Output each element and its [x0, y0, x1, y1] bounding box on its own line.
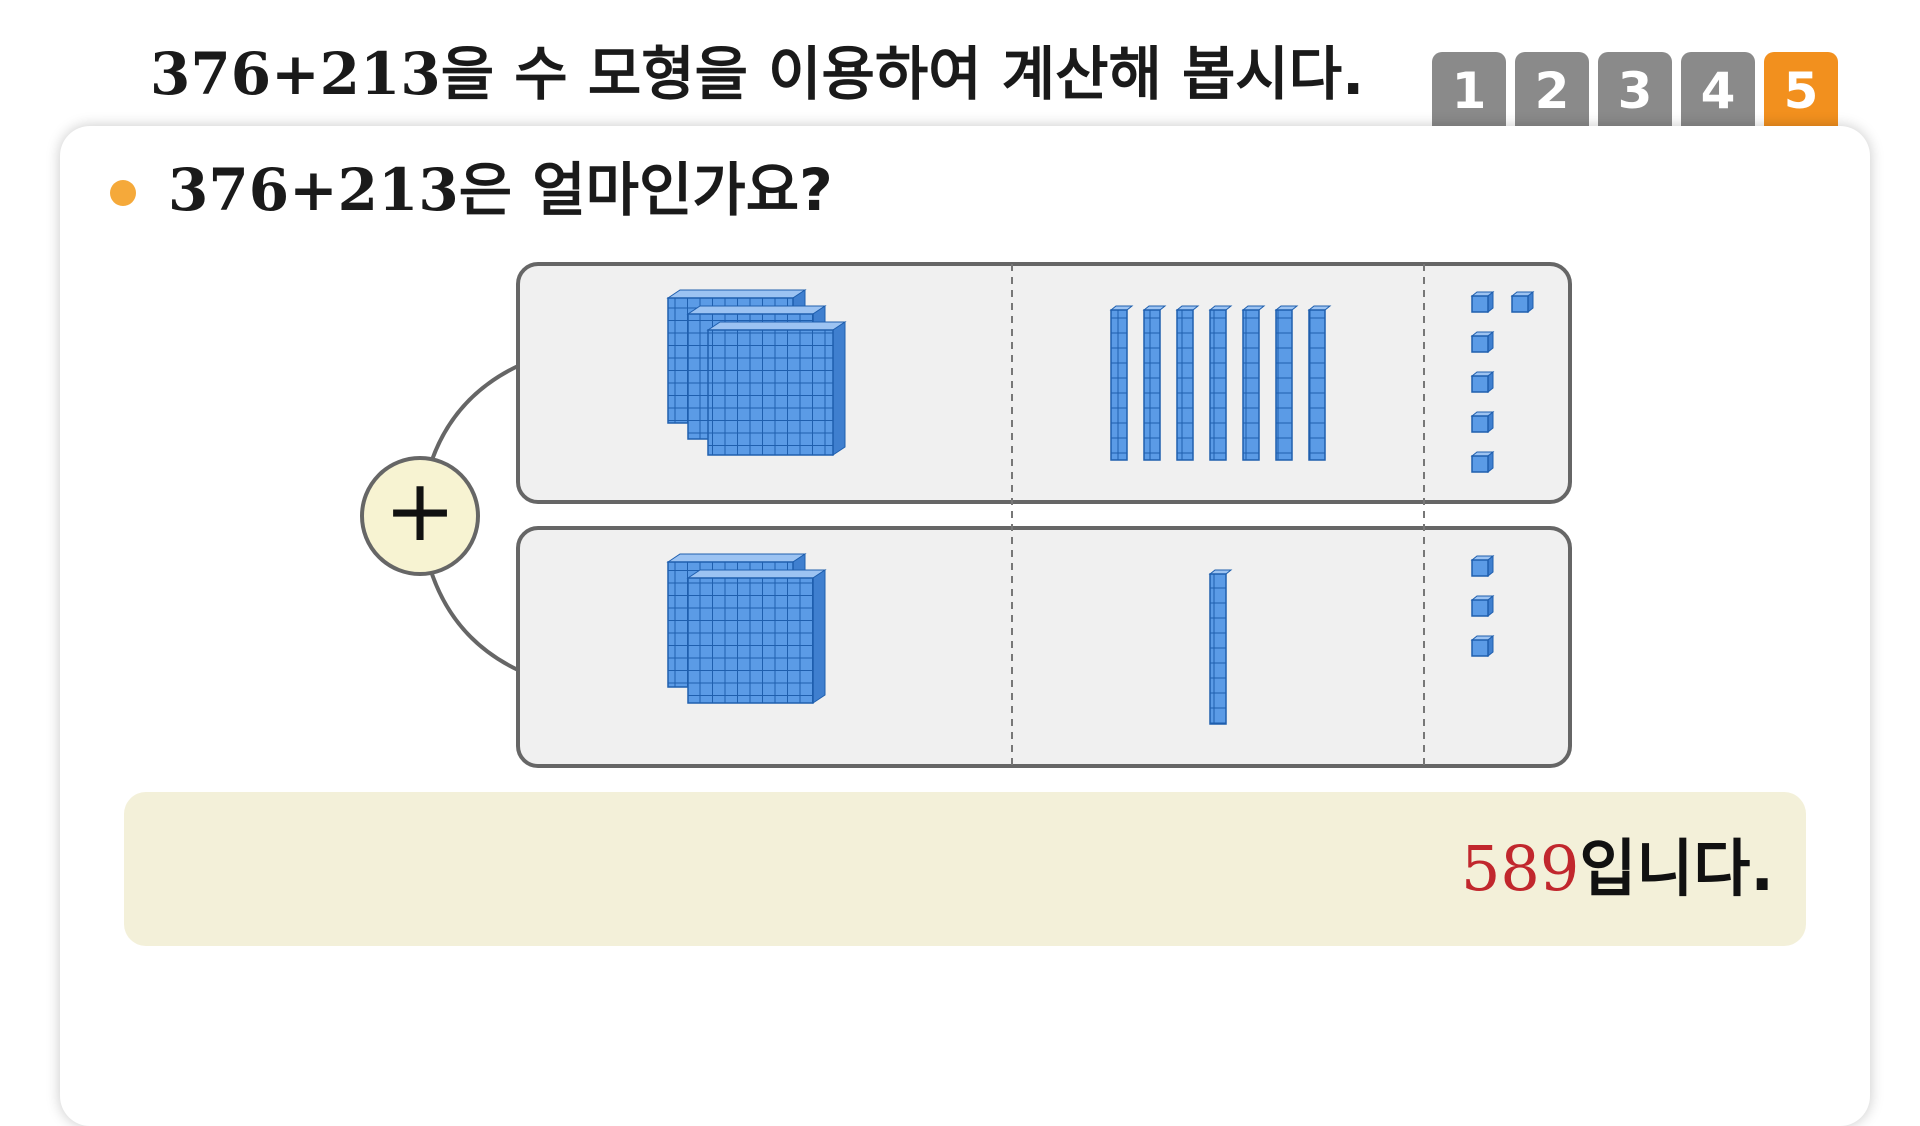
one-cube: [1472, 560, 1488, 576]
plus-icon: +: [384, 461, 456, 561]
ten-rod: [1276, 310, 1292, 460]
ten-rod: [1111, 310, 1127, 460]
tab-5[interactable]: 5: [1764, 52, 1838, 136]
answer-text: 589입니다.: [1461, 792, 1774, 946]
base-ten-diagram: +: [350, 258, 1590, 782]
ten-rod: [1243, 310, 1259, 460]
answer-box: 589입니다.: [124, 792, 1806, 946]
base-ten-blocks-svg: +: [350, 258, 1590, 778]
ten-rod: [1177, 310, 1193, 460]
tab-2[interactable]: 2: [1515, 52, 1589, 136]
title-text: 을 수 모형을 이용하여 계산해 봅시다.: [441, 40, 1364, 108]
one-cube: [1472, 376, 1488, 392]
answer-value: 589: [1461, 832, 1579, 905]
one-cube: [1472, 456, 1488, 472]
tab-1[interactable]: 1: [1432, 52, 1506, 136]
question-expression: 376+213: [168, 156, 459, 224]
ten-rod: [1210, 574, 1226, 724]
question-text: 376+213은 얼마인가요?: [168, 150, 833, 230]
one-cube: [1472, 416, 1488, 432]
tab-3[interactable]: 3: [1598, 52, 1672, 136]
one-cube: [1472, 296, 1488, 312]
ten-rod: [1144, 310, 1160, 460]
answer-suffix: 입니다.: [1579, 832, 1774, 905]
one-cube: [1472, 600, 1488, 616]
title-expression: 376+213: [150, 40, 441, 108]
bullet-icon: [110, 180, 136, 206]
ten-rod: [1210, 310, 1226, 460]
one-cube: [1512, 296, 1528, 312]
ten-rod: [1309, 310, 1325, 460]
question-label: 은 얼마인가요?: [459, 156, 833, 224]
hundred-flat: [688, 578, 813, 703]
hundred-flat: [708, 330, 833, 455]
tab-4[interactable]: 4: [1681, 52, 1755, 136]
one-cube: [1472, 336, 1488, 352]
page-title: 376+213을 수 모형을 이용하여 계산해 봅시다.: [150, 34, 1364, 114]
one-cube: [1472, 640, 1488, 656]
step-tabs: 1 2 3 4 5: [1432, 52, 1838, 136]
